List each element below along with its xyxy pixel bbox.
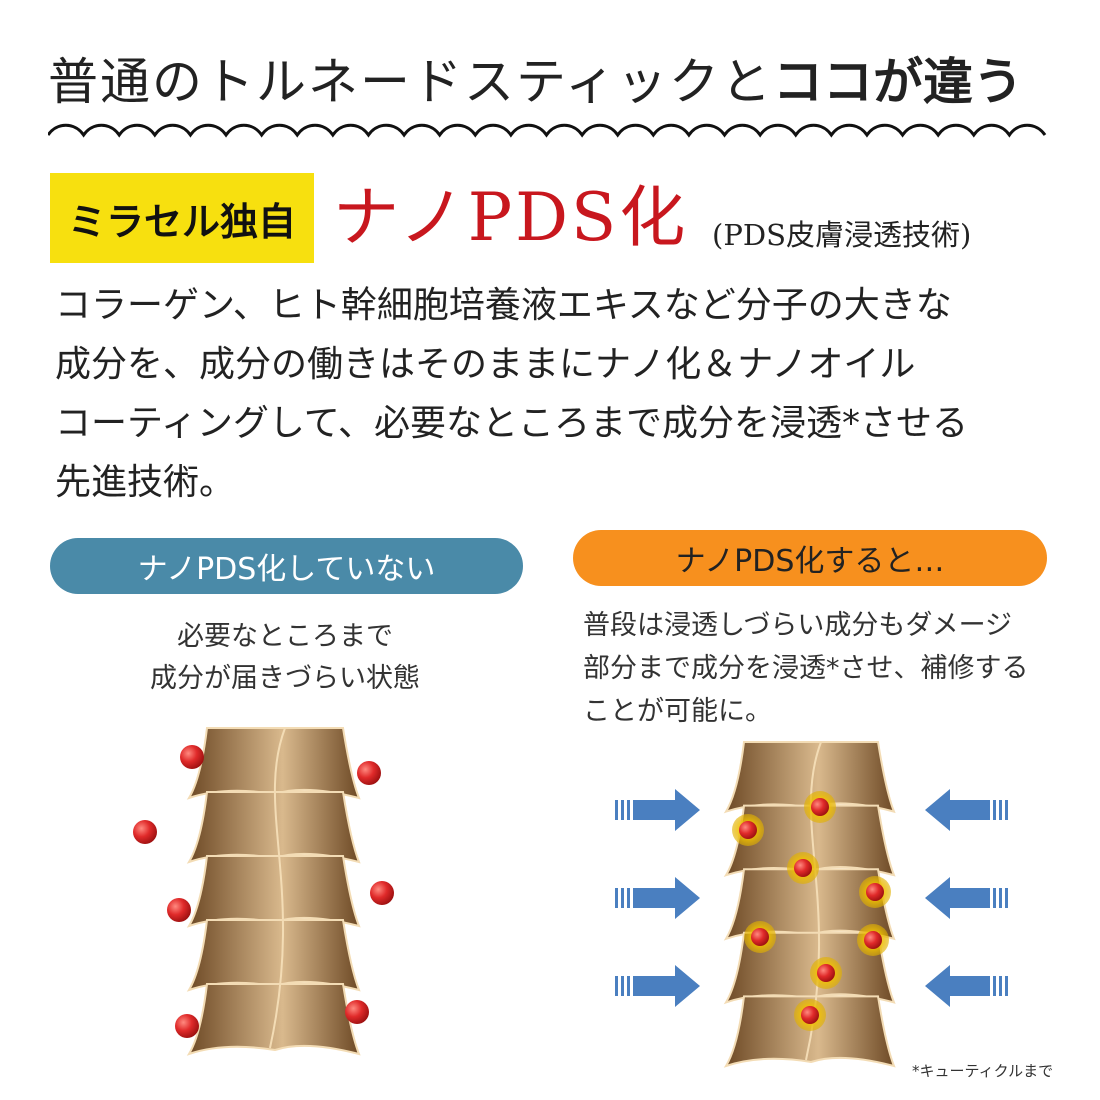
particle-icon — [794, 859, 812, 877]
arrow-body — [633, 877, 700, 919]
caption-line: 部分まで成分を浸透*させ、補修する — [583, 653, 1029, 684]
arrow-stripe — [615, 976, 618, 996]
arrow-right-icon — [615, 877, 700, 919]
cuticle-layer — [186, 727, 361, 800]
arrow-right-icon — [615, 965, 700, 1007]
caption-line: ことが可能に。 — [583, 696, 772, 727]
particle-icon — [370, 881, 394, 905]
arrow-stripe — [1005, 888, 1008, 908]
cuticle-layer — [186, 855, 361, 928]
right-caption: 普段は浸透しづらい成分もダメージ 部分まで成分を浸透*させ、補修する ことが可能… — [583, 604, 1083, 733]
exclusive-badge: ミラセル独自 — [50, 173, 314, 263]
particle-glow — [787, 852, 819, 884]
arrow-stripe — [999, 888, 1002, 908]
particle-glow — [859, 876, 891, 908]
arrow-stripe — [1005, 800, 1008, 820]
without-nano-label: ナノPDS化していない — [50, 538, 523, 594]
arrow-stripe — [993, 976, 996, 996]
particle-icon — [866, 883, 884, 901]
cuticle-layer — [186, 919, 361, 992]
headline: ナノPDS化 — [333, 179, 689, 256]
particle-icon — [739, 821, 757, 839]
particle-glow — [732, 814, 764, 846]
cuticle-layer — [723, 741, 896, 814]
particle-glow — [810, 957, 842, 989]
title-bold: ココが違う — [773, 53, 1023, 111]
arrow-stripe — [993, 888, 996, 908]
hair-shaft-treated — [723, 741, 896, 1068]
arrow-stripe — [627, 800, 630, 820]
left-caption: 必要なところまで 成分が届きづらい状態 — [90, 616, 480, 700]
headline-subtitle: (PDS皮膚浸透技術) — [712, 218, 972, 252]
arrow-stripe — [615, 800, 618, 820]
particle-icon — [864, 931, 882, 949]
particle-icon — [357, 761, 381, 785]
particle-icon — [345, 1000, 369, 1024]
arrow-left-icon — [925, 789, 1008, 831]
cuticle-crack — [269, 727, 286, 1049]
arrow-stripe — [993, 800, 996, 820]
arrow-body — [633, 789, 700, 831]
particle-icon — [133, 820, 157, 844]
description-line: 先進技術。 — [55, 462, 236, 503]
particle-icon — [751, 928, 769, 946]
title-normal: 普通のトルネードスティックと — [48, 53, 773, 111]
particles — [133, 745, 891, 1038]
arrow-stripe — [1005, 976, 1008, 996]
arrow-stripe — [627, 976, 630, 996]
cuticle-layer — [723, 804, 896, 878]
particle-glow — [804, 791, 836, 823]
description: コラーゲン、ヒト幹細胞培養液エキスなど分子の大きな 成分を、成分の働きはそのまま… — [55, 276, 1075, 512]
arrow-body — [633, 965, 700, 1007]
caption-line: 必要なところまで — [177, 621, 393, 652]
particle-icon — [175, 1014, 199, 1038]
cuticle-layer — [723, 995, 896, 1068]
arrow-stripe — [999, 976, 1002, 996]
description-line: 成分を、成分の働きはそのままにナノ化＆ナノオイル — [55, 344, 916, 385]
cuticle-layer — [723, 931, 896, 1005]
arrow-body — [925, 965, 990, 1007]
particle-glow — [794, 999, 826, 1031]
arrow-left-icon — [925, 877, 1008, 919]
wavy-divider — [48, 123, 1047, 138]
particle-icon — [817, 964, 835, 982]
arrow-stripe — [621, 976, 624, 996]
caption-line: 成分が届きづらい状態 — [150, 663, 420, 694]
particle-glow — [857, 924, 889, 956]
particle-icon — [811, 798, 829, 816]
cuticle-layer — [723, 868, 896, 941]
footnote: *キューティクルまで — [912, 1062, 1054, 1080]
caption-line: 普段は浸透しづらい成分もダメージ — [583, 610, 1013, 641]
particle-glow — [744, 921, 776, 953]
penetration-arrows — [615, 789, 1008, 1007]
page-title: 普通のトルネードスティックとココが違う — [48, 50, 1023, 114]
cuticle-layer — [186, 983, 361, 1056]
arrow-stripe — [615, 888, 618, 908]
arrow-right-icon — [615, 789, 700, 831]
with-nano-label: ナノPDS化すると… — [573, 530, 1047, 586]
particle-icon — [167, 898, 191, 922]
arrow-body — [925, 789, 990, 831]
arrow-left-icon — [925, 965, 1008, 1007]
particle-icon — [801, 1006, 819, 1024]
arrow-stripe — [621, 888, 624, 908]
arrow-body — [925, 877, 990, 919]
hair-shaft-untreated — [186, 727, 361, 1056]
description-line: コーティングして、必要なところまで成分を浸透*させる — [55, 403, 968, 444]
particle-icon — [180, 745, 204, 769]
cuticle-crack — [805, 741, 822, 1061]
arrow-stripe — [999, 800, 1002, 820]
arrow-stripe — [627, 888, 630, 908]
arrow-stripe — [621, 800, 624, 820]
cuticle-layer — [186, 791, 361, 864]
description-line: コラーゲン、ヒト幹細胞培養液エキスなど分子の大きな — [55, 285, 952, 326]
